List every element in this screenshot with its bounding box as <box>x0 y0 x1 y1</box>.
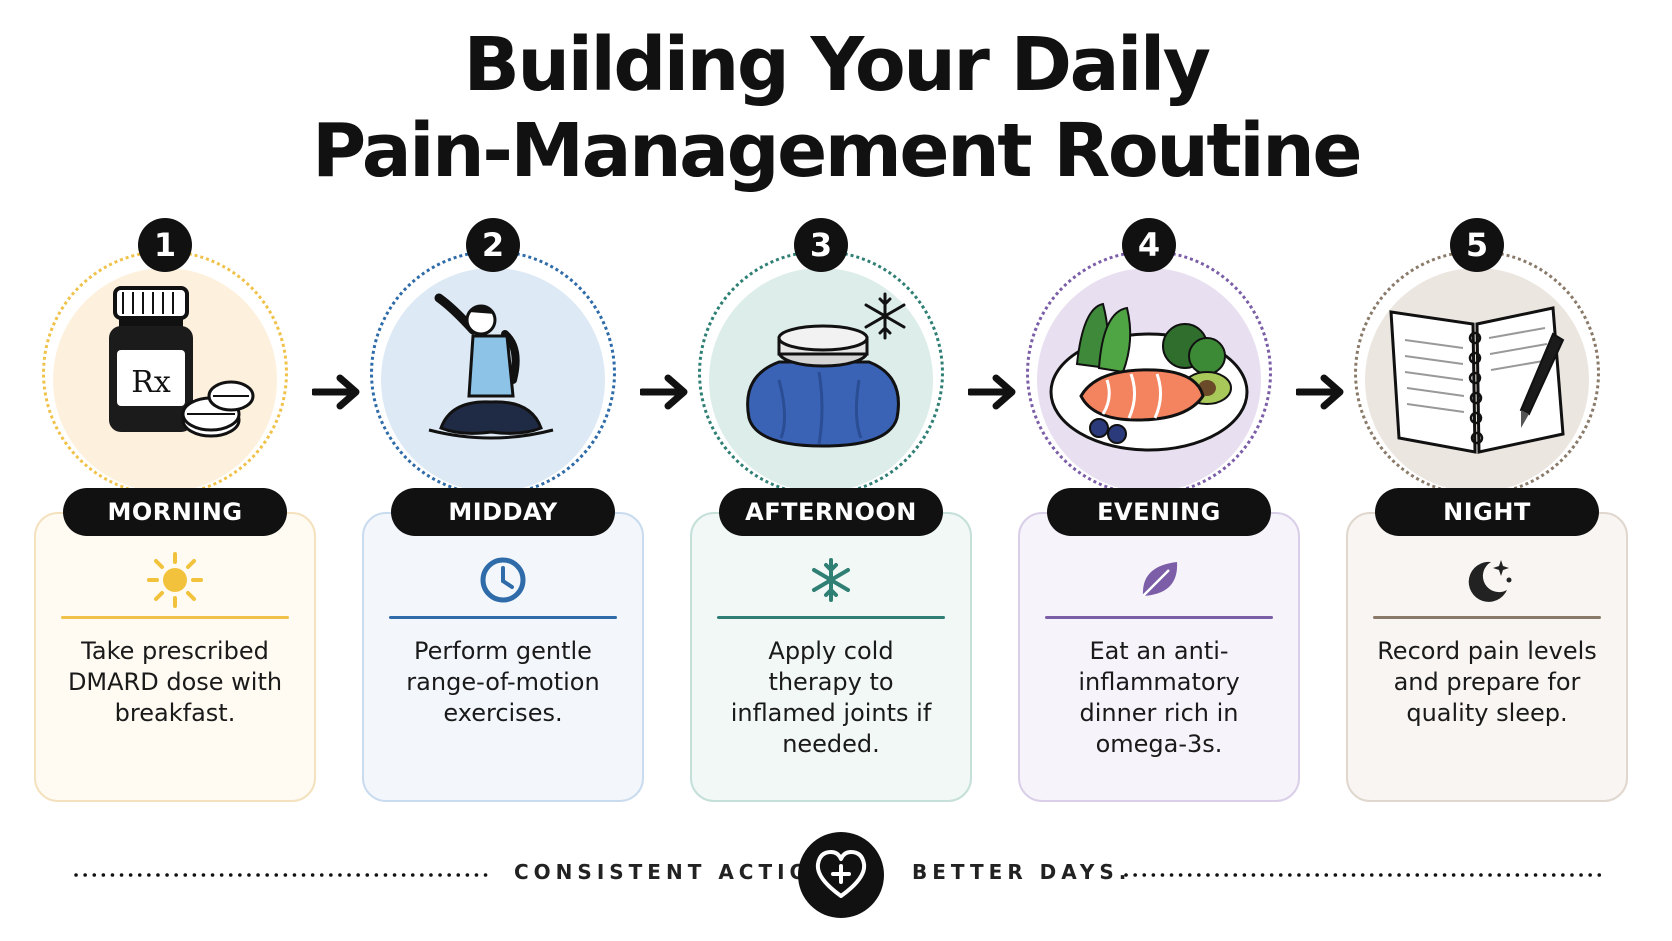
step-night: NIGHT Record pain levels and prepare for… <box>1332 0 1628 820</box>
step-divider <box>1045 616 1273 619</box>
step-number-badge: 5 <box>1450 218 1504 272</box>
heart-plus-icon <box>798 832 884 918</box>
step-label: NIGHT <box>1375 488 1599 536</box>
step-number-badge: 3 <box>794 218 848 272</box>
clock-icon <box>480 557 526 603</box>
footer-right-text: BETTER DAYS. <box>912 860 1132 884</box>
footer-dotted-line-right <box>1124 873 1604 877</box>
page-title: Building Your Daily Pain-Management Rout… <box>0 22 1672 194</box>
step-number-badge: 2 <box>466 218 520 272</box>
step-description: Eat an anti-inflammatory dinner rich in … <box>1078 637 1240 758</box>
step-card <box>1018 512 1300 802</box>
step-divider <box>1373 616 1601 619</box>
step-label: MORNING <box>63 488 287 536</box>
journal-pen-icon <box>1389 306 1565 454</box>
step-label: AFTERNOON <box>719 488 943 536</box>
arrow-right-icon <box>640 374 688 410</box>
snowflake-icon <box>812 558 850 602</box>
step-number-badge: 4 <box>1122 218 1176 272</box>
step-label: EVENING <box>1047 488 1271 536</box>
step-card <box>1346 512 1628 802</box>
step-midday: MIDDAY Perform gentle range-of-motion ex… <box>348 0 644 820</box>
svg-text:Rx: Rx <box>131 365 171 400</box>
sun-icon <box>147 552 203 608</box>
step-description: Take prescribed DMARD dose with breakfas… <box>67 637 283 727</box>
title-line-1: Building Your Daily <box>463 22 1211 108</box>
step-number-badge: 1 <box>138 218 192 272</box>
ice-pack-icon <box>746 292 906 448</box>
step-evening: EVENING Eat an anti-inflammatory dinner … <box>1004 0 1300 820</box>
step-morning: Rx MORNING Take prescribed DMARD dose wi… <box>20 0 316 820</box>
arrow-right-icon <box>1296 374 1344 410</box>
arrow-right-icon <box>968 374 1016 410</box>
step-description: Record pain levels and prepare for quali… <box>1377 637 1597 727</box>
footer-left-text: CONSISTENT ACTION. <box>514 860 846 884</box>
title-line-2: Pain-Management Routine <box>311 108 1363 194</box>
arrow-right-icon <box>312 374 360 410</box>
medicine-bottle-icon: Rx <box>109 286 255 438</box>
yoga-stretch-icon <box>428 293 554 440</box>
leaf-icon <box>1142 562 1178 597</box>
step-afternoon: AFTERNOON Apply cold therapy to inflamed… <box>676 0 972 820</box>
moon-stars-icon <box>1468 560 1512 602</box>
step-label: MIDDAY <box>391 488 615 536</box>
footer-dotted-line-left <box>74 873 494 877</box>
step-divider <box>717 616 945 619</box>
step-divider <box>389 616 617 619</box>
step-description: Perform gentle range-of-motion exercises… <box>406 637 600 727</box>
salmon-plate-icon <box>1049 302 1249 452</box>
step-description: Apply cold therapy to inflamed joints if… <box>730 637 932 758</box>
step-divider <box>61 616 289 619</box>
